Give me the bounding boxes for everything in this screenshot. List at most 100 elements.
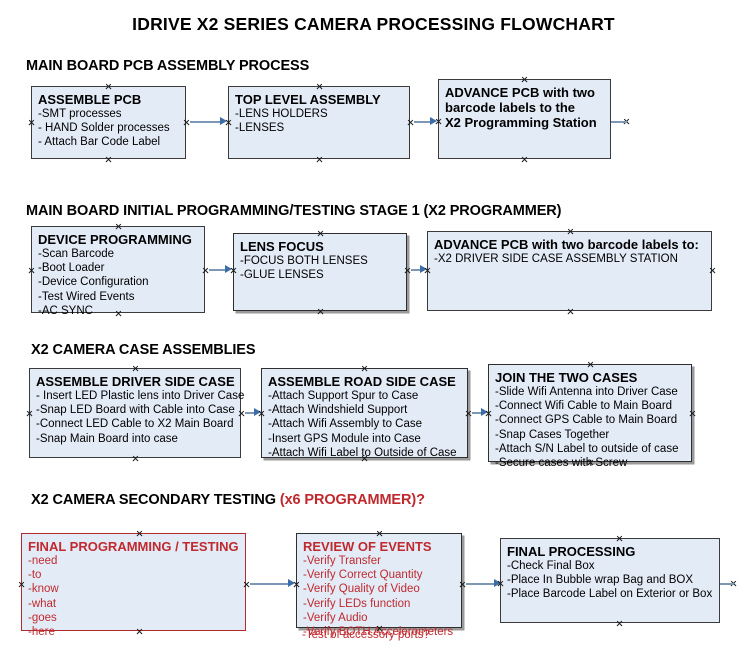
- box-title: ADVANCE PCB with two: [445, 85, 595, 100]
- connection-handle-left[interactable]: [18, 581, 25, 588]
- box-join-the-two-cases[interactable]: JOIN THE TWO CASES -Slide Wifi Antenna i…: [488, 364, 692, 469]
- box-line: -Device Configuration: [38, 276, 149, 289]
- connection-handle-top[interactable]: [521, 76, 528, 83]
- connection-handle-top[interactable]: [376, 530, 383, 537]
- box-line: -Scan Barcode: [38, 248, 115, 260]
- connection-handle-left[interactable]: [293, 581, 300, 588]
- box-line: -Connect GPS Cable to Main Board: [495, 414, 678, 427]
- connection-handle-right[interactable]: [709, 267, 716, 274]
- arrowhead-icon: [220, 117, 227, 125]
- connection-handle-bottom[interactable]: [361, 455, 368, 462]
- connection-handle-left[interactable]: [26, 410, 33, 417]
- connection-handle-bottom[interactable]: [115, 310, 122, 317]
- box-assemble-pcb[interactable]: ASSEMBLE PCB -SMT processes - HAND Solde…: [31, 86, 186, 159]
- connection-handle-bottom[interactable]: [317, 308, 324, 315]
- box-final-programming-testing[interactable]: FINAL PROGRAMMING / TESTING -need -to -k…: [21, 533, 246, 638]
- box-advance-pcb-to-programming-station[interactable]: ADVANCE PCB with two barcode labels to t…: [438, 79, 611, 159]
- connector-stub: [720, 583, 734, 585]
- connection-handle-left[interactable]: [497, 580, 504, 587]
- box-line: -Connect LED Cable to X2 Main Board: [36, 418, 234, 431]
- box-line: -Attach S/N Label to outside of case: [495, 442, 679, 455]
- connection-handle-bottom[interactable]: [132, 455, 139, 462]
- connection-handle-right[interactable]: [407, 119, 414, 126]
- connection-handle-left[interactable]: [485, 410, 492, 417]
- connection-handle-right[interactable]: [238, 410, 245, 417]
- connection-handle-bottom[interactable]: [587, 459, 594, 466]
- box-line: -Attach Wifi Assembly to Case: [268, 418, 423, 431]
- connection-handle-top[interactable]: [132, 365, 139, 372]
- box-title: ASSEMBLE ROAD SIDE CASE: [268, 374, 456, 389]
- box-lens-focus[interactable]: LENS FOCUS -FOCUS BOTH LENSES -GLUE LENS…: [233, 233, 407, 311]
- connection-handle-bottom[interactable]: [567, 308, 574, 315]
- box-line: -Slide Wifi Antenna into Driver Case: [495, 386, 678, 398]
- box-line: -FOCUS BOTH LENSES: [240, 255, 368, 267]
- connection-handle-left[interactable]: [225, 119, 232, 126]
- box-line: -Insert GPS Module into Case: [268, 432, 421, 445]
- box-title: barcode labels to the: [445, 100, 576, 115]
- connector-line: [190, 121, 220, 123]
- connection-handle-right[interactable]: [689, 410, 696, 417]
- connection-handle-top[interactable]: [317, 230, 324, 237]
- box-assemble-road-side-case[interactable]: ASSEMBLE ROAD SIDE CASE -Attach Support …: [261, 368, 468, 459]
- page-title: IDRIVE X2 SERIES CAMERA PROCESSING FLOWC…: [132, 14, 615, 34]
- box-line: -Place Barcode Label on Exterior or Box: [507, 588, 713, 601]
- box-assemble-driver-side-case[interactable]: ASSEMBLE DRIVER SIDE CASE - Insert LED P…: [29, 368, 244, 458]
- box-line: - Attach Bar Code Label: [38, 136, 161, 149]
- box-line: -Verify Correct Quantity: [303, 569, 423, 582]
- connection-handle-right[interactable]: [404, 267, 411, 274]
- box-title: ADVANCE PCB with two barcode labels to:: [434, 237, 699, 252]
- box-title: FINAL PROCESSING: [507, 544, 636, 559]
- connection-handle-top[interactable]: [316, 83, 323, 90]
- connection-handle-right[interactable]: [459, 581, 466, 588]
- connection-handle-right[interactable]: [202, 267, 209, 274]
- connection-handle-top[interactable]: [616, 535, 623, 542]
- connection-handle-right[interactable]: [183, 119, 190, 126]
- box-line: -LENS HOLDERS: [235, 108, 328, 120]
- box-top-level-assembly[interactable]: TOP LEVEL ASSEMBLY -LENS HOLDERS -LENSES: [228, 86, 410, 159]
- box-line: -Check Final Box: [507, 560, 595, 572]
- box-line: -Place In Bubble wrap Bag and BOX: [507, 574, 694, 587]
- connection-handle-top[interactable]: [587, 361, 594, 368]
- box-line: -Snap LED Board with Cable into Case: [36, 404, 235, 417]
- box-final-processing[interactable]: FINAL PROCESSING -Check Final Box -Place…: [500, 538, 720, 623]
- connection-handle-left[interactable]: [28, 119, 35, 126]
- connection-handle-bottom[interactable]: [136, 628, 143, 635]
- box-line: - HAND Solder processes: [38, 122, 170, 135]
- box-line: -LENSES: [235, 122, 285, 135]
- box-line: -know: [28, 583, 59, 596]
- box-line: -Attach Windshield Support: [268, 404, 408, 417]
- connection-handle-left[interactable]: [28, 267, 35, 274]
- connector-line: [414, 121, 434, 123]
- section-title-accent: (x6 PROGRAMMER)?: [279, 492, 425, 508]
- connector-line: [411, 269, 424, 271]
- box-title: JOIN THE TWO CASES: [495, 370, 638, 385]
- arrowhead-icon: [430, 117, 437, 125]
- connection-handle-left[interactable]: [435, 118, 442, 125]
- connection-handle-right[interactable]: [243, 581, 250, 588]
- connection-handle-top[interactable]: [361, 365, 368, 372]
- connection-handle-bottom[interactable]: [521, 156, 528, 163]
- box-advance-pcb-to-driver-side-case[interactable]: ADVANCE PCB with two barcode labels to: …: [427, 231, 712, 311]
- box-line: -what: [28, 597, 57, 610]
- connector-line: [209, 269, 225, 271]
- box-review-of-events[interactable]: REVIEW OF EVENTS -Verify Transfer -Verif…: [296, 533, 462, 638]
- connection-handle-top[interactable]: [115, 223, 122, 230]
- connection-handle-bottom[interactable]: [105, 156, 112, 163]
- connection-handle-bottom[interactable]: [376, 625, 383, 632]
- connection-handle-top[interactable]: [136, 530, 143, 537]
- connection-handle-left[interactable]: [258, 410, 265, 417]
- connection-handle-top[interactable]: [105, 83, 112, 90]
- connection-handle-bottom[interactable]: [616, 620, 623, 627]
- connection-handle-right[interactable]: [465, 410, 472, 417]
- box-line: -GLUE LENSES: [240, 269, 324, 282]
- box-title: X2 Programming Station: [445, 115, 597, 130]
- connection-handle-bottom[interactable]: [316, 156, 323, 163]
- connection-handle-left[interactable]: [424, 267, 431, 274]
- connection-handle-top[interactable]: [567, 228, 574, 235]
- box-device-programming[interactable]: DEVICE PROGRAMMING -Scan Barcode -Boot L…: [31, 226, 205, 317]
- connection-handle-left[interactable]: [230, 267, 237, 274]
- box-line: -to: [28, 569, 42, 582]
- box-title: ASSEMBLE PCB: [38, 92, 142, 107]
- section-title-main-board-initial-programming: MAIN BOARD INITIAL PROGRAMMING/TESTING S…: [26, 203, 562, 219]
